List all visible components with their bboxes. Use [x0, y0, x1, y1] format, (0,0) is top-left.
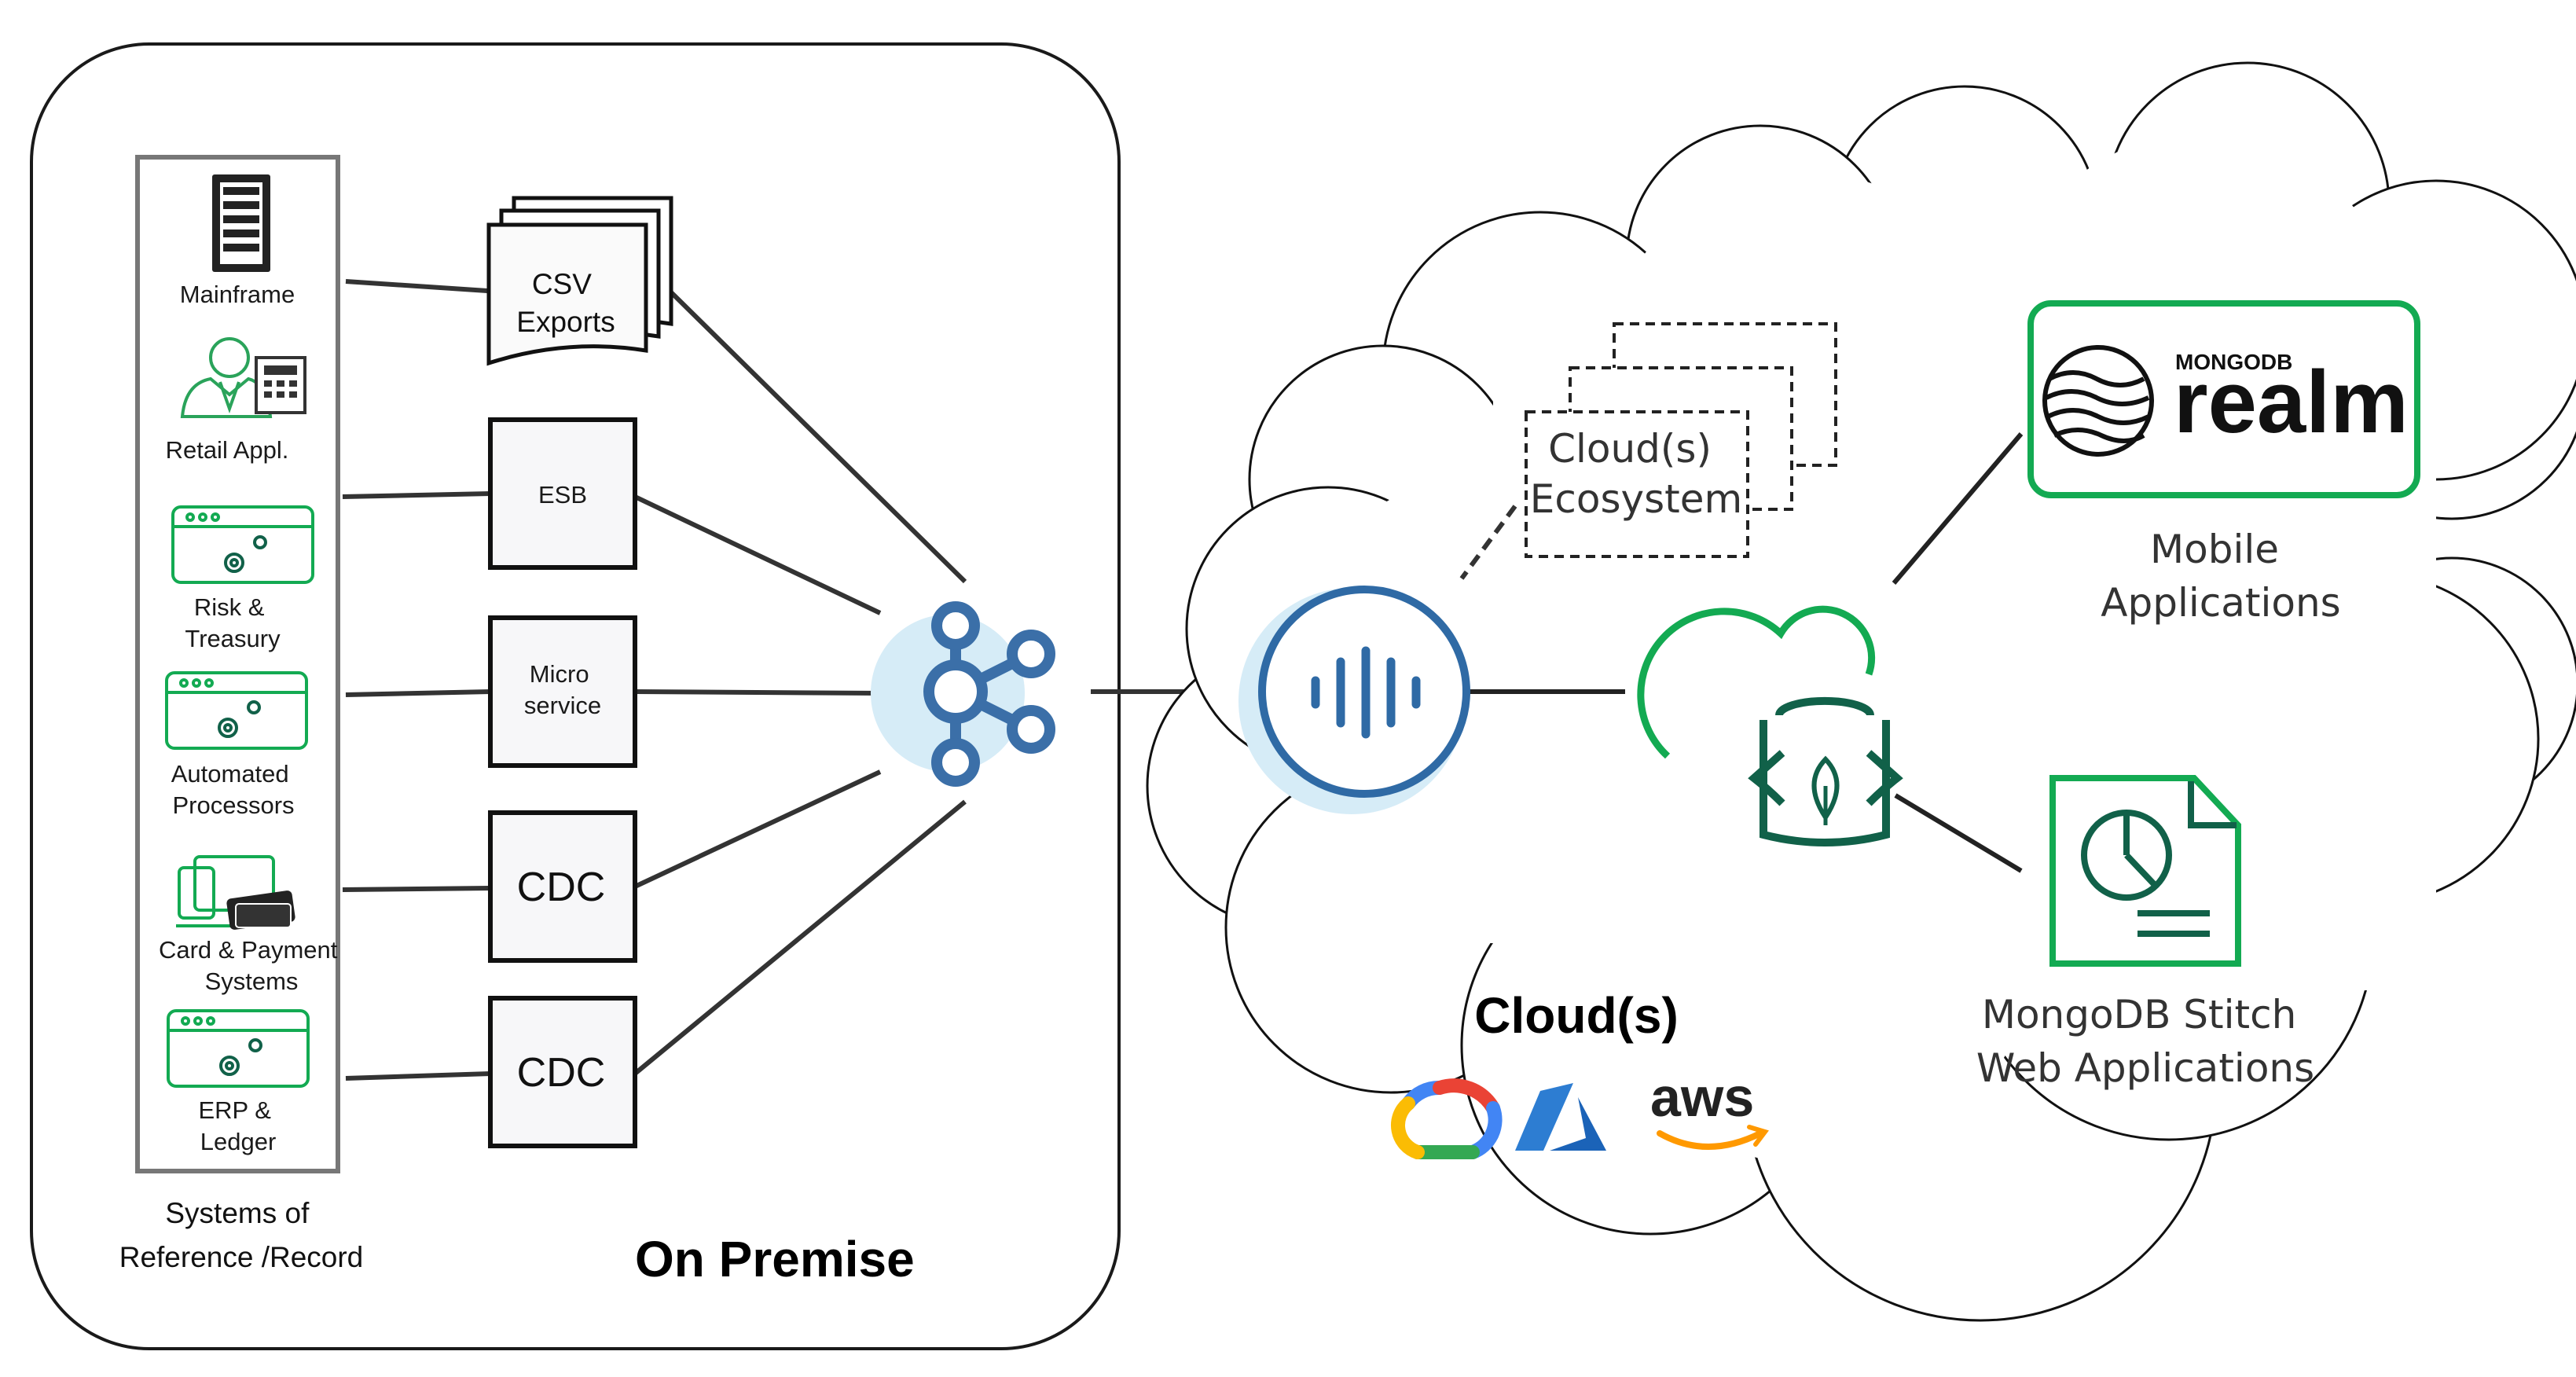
retail-clerk-icon — [180, 337, 306, 418]
kafka-icon — [871, 601, 1055, 787]
mongodb-atlas-cloud-icon — [1637, 605, 1903, 846]
cdc-box-2 — [488, 996, 637, 1148]
cloud-ecosystem-stack — [1525, 322, 1837, 558]
ecosystem-connector — [1459, 505, 1517, 580]
integration-label-microservice: Micro service — [524, 660, 601, 719]
realm-brand-small: MONGODB — [2175, 350, 2292, 374]
system-label-card-payment: Card & Payment Systems — [159, 936, 344, 995]
azure-logo — [1515, 1083, 1606, 1151]
cloud-title: Cloud(s) — [1474, 987, 1679, 1044]
app-window-gears-icon — [171, 505, 314, 584]
realm-logo-icon — [2042, 345, 2154, 457]
server-rack-icon — [212, 174, 270, 272]
system-label-mainframe: Mainframe — [180, 281, 295, 308]
aws-logo: aws — [1650, 1067, 1769, 1150]
integration-label-esb: ESB — [538, 481, 587, 509]
realm-brand-large: realm — [2174, 353, 2409, 451]
csv-exports-stack — [486, 196, 673, 366]
esb-box — [488, 417, 637, 570]
integration-label-csv: CSV Exports — [516, 268, 615, 338]
systems-of-record-caption: Systems of Reference /Record — [119, 1197, 364, 1273]
cloud-connectors — [1468, 432, 2024, 873]
audio-wave-connector-icon — [1238, 586, 1470, 814]
system-label-erp: ERP & Ledger — [198, 1096, 277, 1155]
integration-label-cdc-2: CDC — [517, 1050, 606, 1096]
svg-text:aws: aws — [1650, 1067, 1754, 1128]
integration-label-cdc-1: CDC — [517, 865, 606, 910]
app-window-gears-icon — [167, 1009, 310, 1088]
system-label-risk: Risk & Treasury — [185, 593, 281, 652]
google-cloud-logo — [1391, 1078, 1503, 1159]
realm-caption: Mobile Applications — [2101, 527, 2340, 626]
document-chart-icon — [2049, 775, 2241, 967]
microservice-box — [488, 615, 637, 768]
on-premise-title: On Premise — [635, 1231, 915, 1287]
system-label-retail: Retail Appl. — [166, 436, 289, 464]
stitch-caption: MongoDB Stitch Web Applications — [1976, 992, 2314, 1091]
system-connectors — [342, 279, 491, 1081]
systems-of-record-box — [135, 155, 340, 1173]
cdc-box-1 — [488, 810, 637, 963]
card-payment-icon — [176, 855, 295, 930]
system-label-automated: Automated Processors — [171, 760, 296, 819]
cloud-ecosystem-label: Cloud(s) Ecosystem — [1530, 426, 1742, 522]
app-window-gears-icon — [165, 671, 308, 750]
